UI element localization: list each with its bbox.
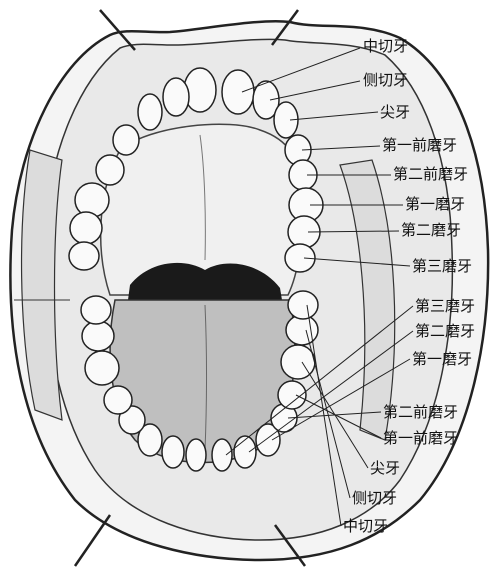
lower-second-molar-left [82, 321, 114, 351]
upper-second-molar-left [70, 212, 102, 244]
lower-third-molar-left [81, 296, 111, 324]
lower-third-molar-right [288, 291, 318, 319]
label-lower-lateral-incisor: 侧切牙 [352, 489, 397, 507]
label-upper-first-premolar: 第一前磨牙 [382, 136, 457, 154]
lower-central-incisor-right [212, 439, 232, 471]
label-lower-first-molar: 第一磨牙 [412, 350, 472, 368]
label-lower-third-molar: 第三磨牙 [415, 297, 475, 315]
lower-lateral-incisor-right [234, 436, 256, 468]
label-lower-second-molar: 第二磨牙 [415, 322, 475, 340]
label-lower-second-premolar: 第二前磨牙 [383, 403, 458, 421]
upper-first-premolar-left [113, 125, 139, 155]
label-upper-second-premolar: 第二前磨牙 [393, 165, 468, 183]
label-upper-central-incisor: 中切牙 [363, 37, 408, 55]
upper-second-premolar-left [96, 155, 124, 185]
lower-central-incisor-left [186, 439, 206, 471]
label-upper-second-molar: 第二磨牙 [401, 221, 461, 239]
label-upper-first-molar: 第一磨牙 [405, 195, 465, 213]
lower-lateral-incisor-left [162, 436, 184, 468]
label-upper-lateral-incisor: 侧切牙 [363, 71, 408, 89]
fold-line-bottom-left [75, 515, 110, 566]
label-lower-first-premolar: 第一前磨牙 [383, 429, 458, 447]
label-lower-canine: 尖牙 [370, 459, 400, 477]
upper-third-molar-left [69, 242, 99, 270]
upper-central-incisor-right [222, 70, 254, 114]
lower-first-molar-left [85, 351, 119, 385]
label-upper-canine: 尖牙 [380, 103, 410, 121]
upper-canine-left [138, 94, 162, 130]
upper-lateral-incisor-left [163, 78, 189, 116]
label-upper-third-molar: 第三磨牙 [412, 257, 472, 275]
label-lower-central-incisor: 中切牙 [343, 517, 388, 535]
lower-second-premolar-left [104, 386, 132, 414]
upper-first-molar-left [75, 183, 109, 217]
